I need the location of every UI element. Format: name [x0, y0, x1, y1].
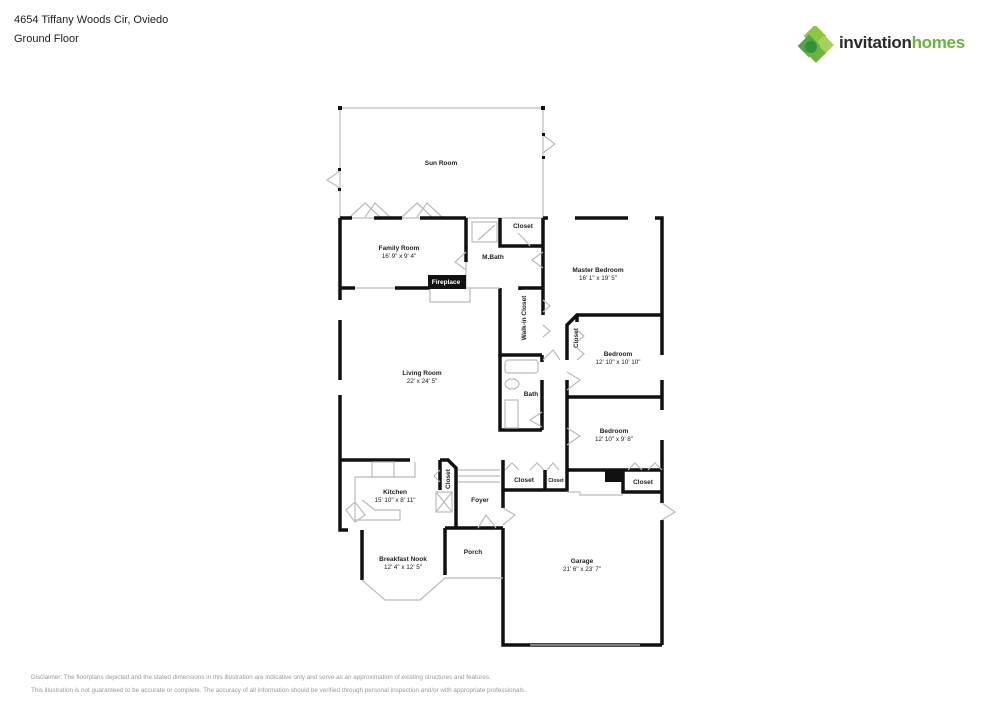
room-label-master-bath: M.Bath: [482, 254, 504, 261]
room-dim-breakfast-nook: 12' 4" x 12' 5": [384, 564, 422, 571]
room-label-bedroom-1: Bedroom: [604, 351, 633, 358]
room-label-closet-kitchen: Closet: [445, 468, 452, 489]
room-dim-bedroom-1: 12' 10" x 10' 10": [595, 359, 640, 366]
room-label-closet-garage: Closet: [633, 479, 654, 486]
room-dim-kitchen: 15' 10" x 8' 11": [374, 497, 415, 504]
room-label-porch: Porch: [464, 549, 482, 556]
brand-logo: invitationhomes: [797, 24, 987, 66]
room-label-closet-hall-2: Closet: [548, 478, 564, 484]
room-dim-family-room: 16' 9" x 9' 4": [382, 253, 417, 260]
property-address: 4654 Tiffany Woods Cir, Oviedo: [14, 14, 169, 26]
floor-name: Ground Floor: [14, 33, 79, 45]
room-label-breakfast-nook: Breakfast Nook: [379, 556, 427, 563]
invitation-homes-leaf-logo-icon: [797, 24, 834, 63]
room-label-living-room: Living Room: [402, 370, 442, 377]
logo-wordmark: invitationhomes: [839, 33, 965, 52]
room-dim-living-room: 22' x 24' 5": [407, 378, 438, 385]
room-label-sun-room: Sun Room: [425, 160, 458, 167]
room-dim-garage: 21' 6" x 23' 7": [563, 566, 601, 573]
room-label-fireplace: Fireplace: [432, 279, 461, 286]
room-label-closet-bed1: Closet: [573, 327, 580, 348]
room-label-kitchen: Kitchen: [383, 489, 407, 496]
room-label-foyer: Foyer: [471, 497, 489, 504]
room-label-bath: Bath: [524, 391, 538, 398]
room-label-walk-in-closet: Walk-in Closet: [521, 295, 528, 340]
disclaimer-line-2: This illustration is not guaranteed to b…: [31, 687, 526, 694]
room-dim-master-bedroom: 16' 1" x 19' 5": [579, 275, 617, 282]
room-label-garage: Garage: [571, 558, 594, 565]
room-dim-bedroom-2: 12' 10" x 9' 8": [595, 436, 633, 443]
room-label-family-room: Family Room: [379, 245, 420, 252]
room-label-master-bedroom: Master Bedroom: [572, 267, 624, 274]
room-label-closet-hall-1: Closet: [514, 477, 535, 484]
disclaimer-line-1: Disclaimer: The floorplans depicted and …: [31, 674, 491, 681]
room-label-bedroom-2: Bedroom: [600, 428, 629, 435]
room-label-closet-master: Closet: [513, 223, 534, 230]
